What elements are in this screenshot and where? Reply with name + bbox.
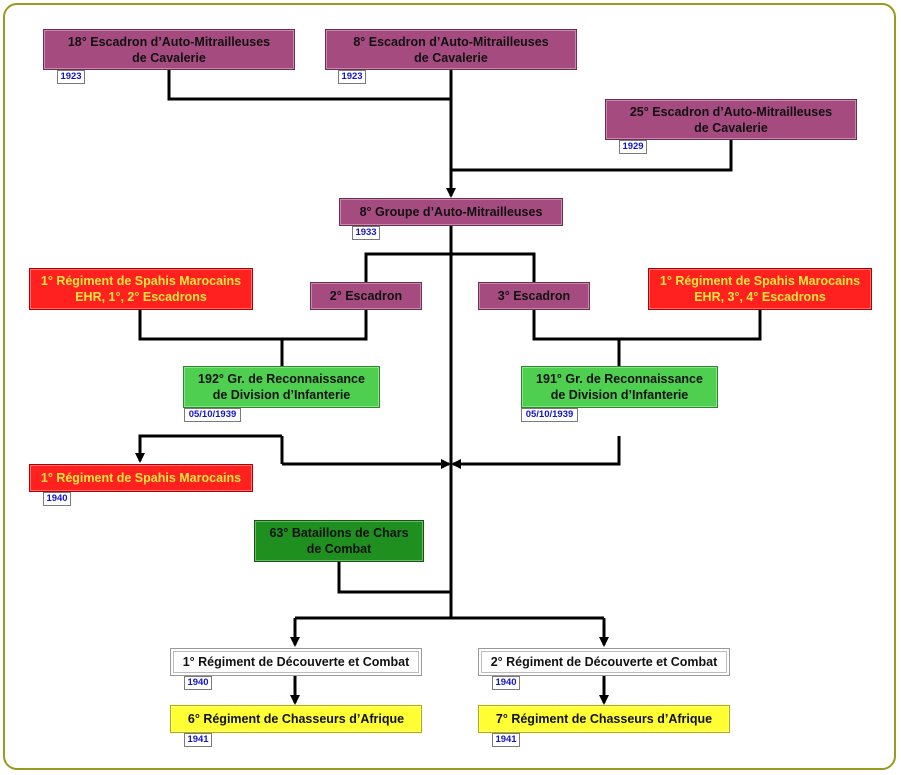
node-1-rdc: 1° Régiment de Découverte et Combat <box>170 648 422 676</box>
date-badge-6-rca: 1941 <box>184 733 212 747</box>
node-7-rca: 7° Régiment de Chasseurs d’Afrique <box>478 705 730 733</box>
arrow-gr191-trunk <box>451 436 621 469</box>
date-badge-7-rca: 1941 <box>492 733 520 747</box>
date-badge-spahis-1940: 1940 <box>43 492 71 506</box>
node-6-rca: 6° Régiment de Chasseurs d’Afrique <box>170 705 422 733</box>
node-8-groupe: 8° Groupe d’Auto-Mitrailleuses <box>339 198 563 226</box>
node-8-escadron: 8° Escadron d’Auto-Mitrailleuses de Cava… <box>325 29 577 70</box>
node-3-escadron: 3° Escadron <box>478 282 590 310</box>
node-spahis-1940: 1° Régiment de Spahis Marocains <box>29 464 253 492</box>
line-esc25 <box>451 140 733 172</box>
date-badge-192-gr: 05/10/1939 <box>184 408 241 422</box>
node-191-gr: 191° Gr. de Reconnaissance de Division d… <box>521 366 718 408</box>
date-badge-25-escadron: 1929 <box>619 140 647 154</box>
node-25-escadron: 25° Escadron d’Auto-Mitrailleuses de Cav… <box>605 99 857 140</box>
date-badge-8-groupe: 1933 <box>352 226 380 240</box>
date-badge-8-escadron: 1923 <box>338 70 366 84</box>
node-2-rdc: 2° Régiment de Découverte et Combat <box>478 648 730 676</box>
date-badge-18-escadron: 1923 <box>57 70 85 84</box>
date-badge-1-rdc: 1940 <box>184 676 212 690</box>
node-192-gr: 192° Gr. de Reconnaissance de Division d… <box>183 366 380 408</box>
node-18-escadron: 18° Escadron d’Auto-Mitrailleuses de Cav… <box>43 29 295 70</box>
line-bcc63 <box>337 562 451 594</box>
line-rsm-a <box>138 310 368 341</box>
line-rsm-b <box>532 310 762 341</box>
line-gr192-spahis <box>135 434 282 463</box>
date-badge-191-gr: 05/10/1939 <box>521 408 578 422</box>
line-esc18 <box>167 70 451 101</box>
node-63-bataillons: 63° Bataillons de Chars de Combat <box>254 520 424 562</box>
node-2-escadron: 2° Escadron <box>310 282 422 310</box>
node-spahis-3-4: 1° Régiment de Spahis Marocains EHR, 3°,… <box>648 268 872 310</box>
line-split-esc <box>364 252 536 282</box>
date-badge-2-rdc: 1940 <box>492 676 520 690</box>
node-spahis-1-2: 1° Régiment de Spahis Marocains EHR, 1°,… <box>29 268 253 310</box>
